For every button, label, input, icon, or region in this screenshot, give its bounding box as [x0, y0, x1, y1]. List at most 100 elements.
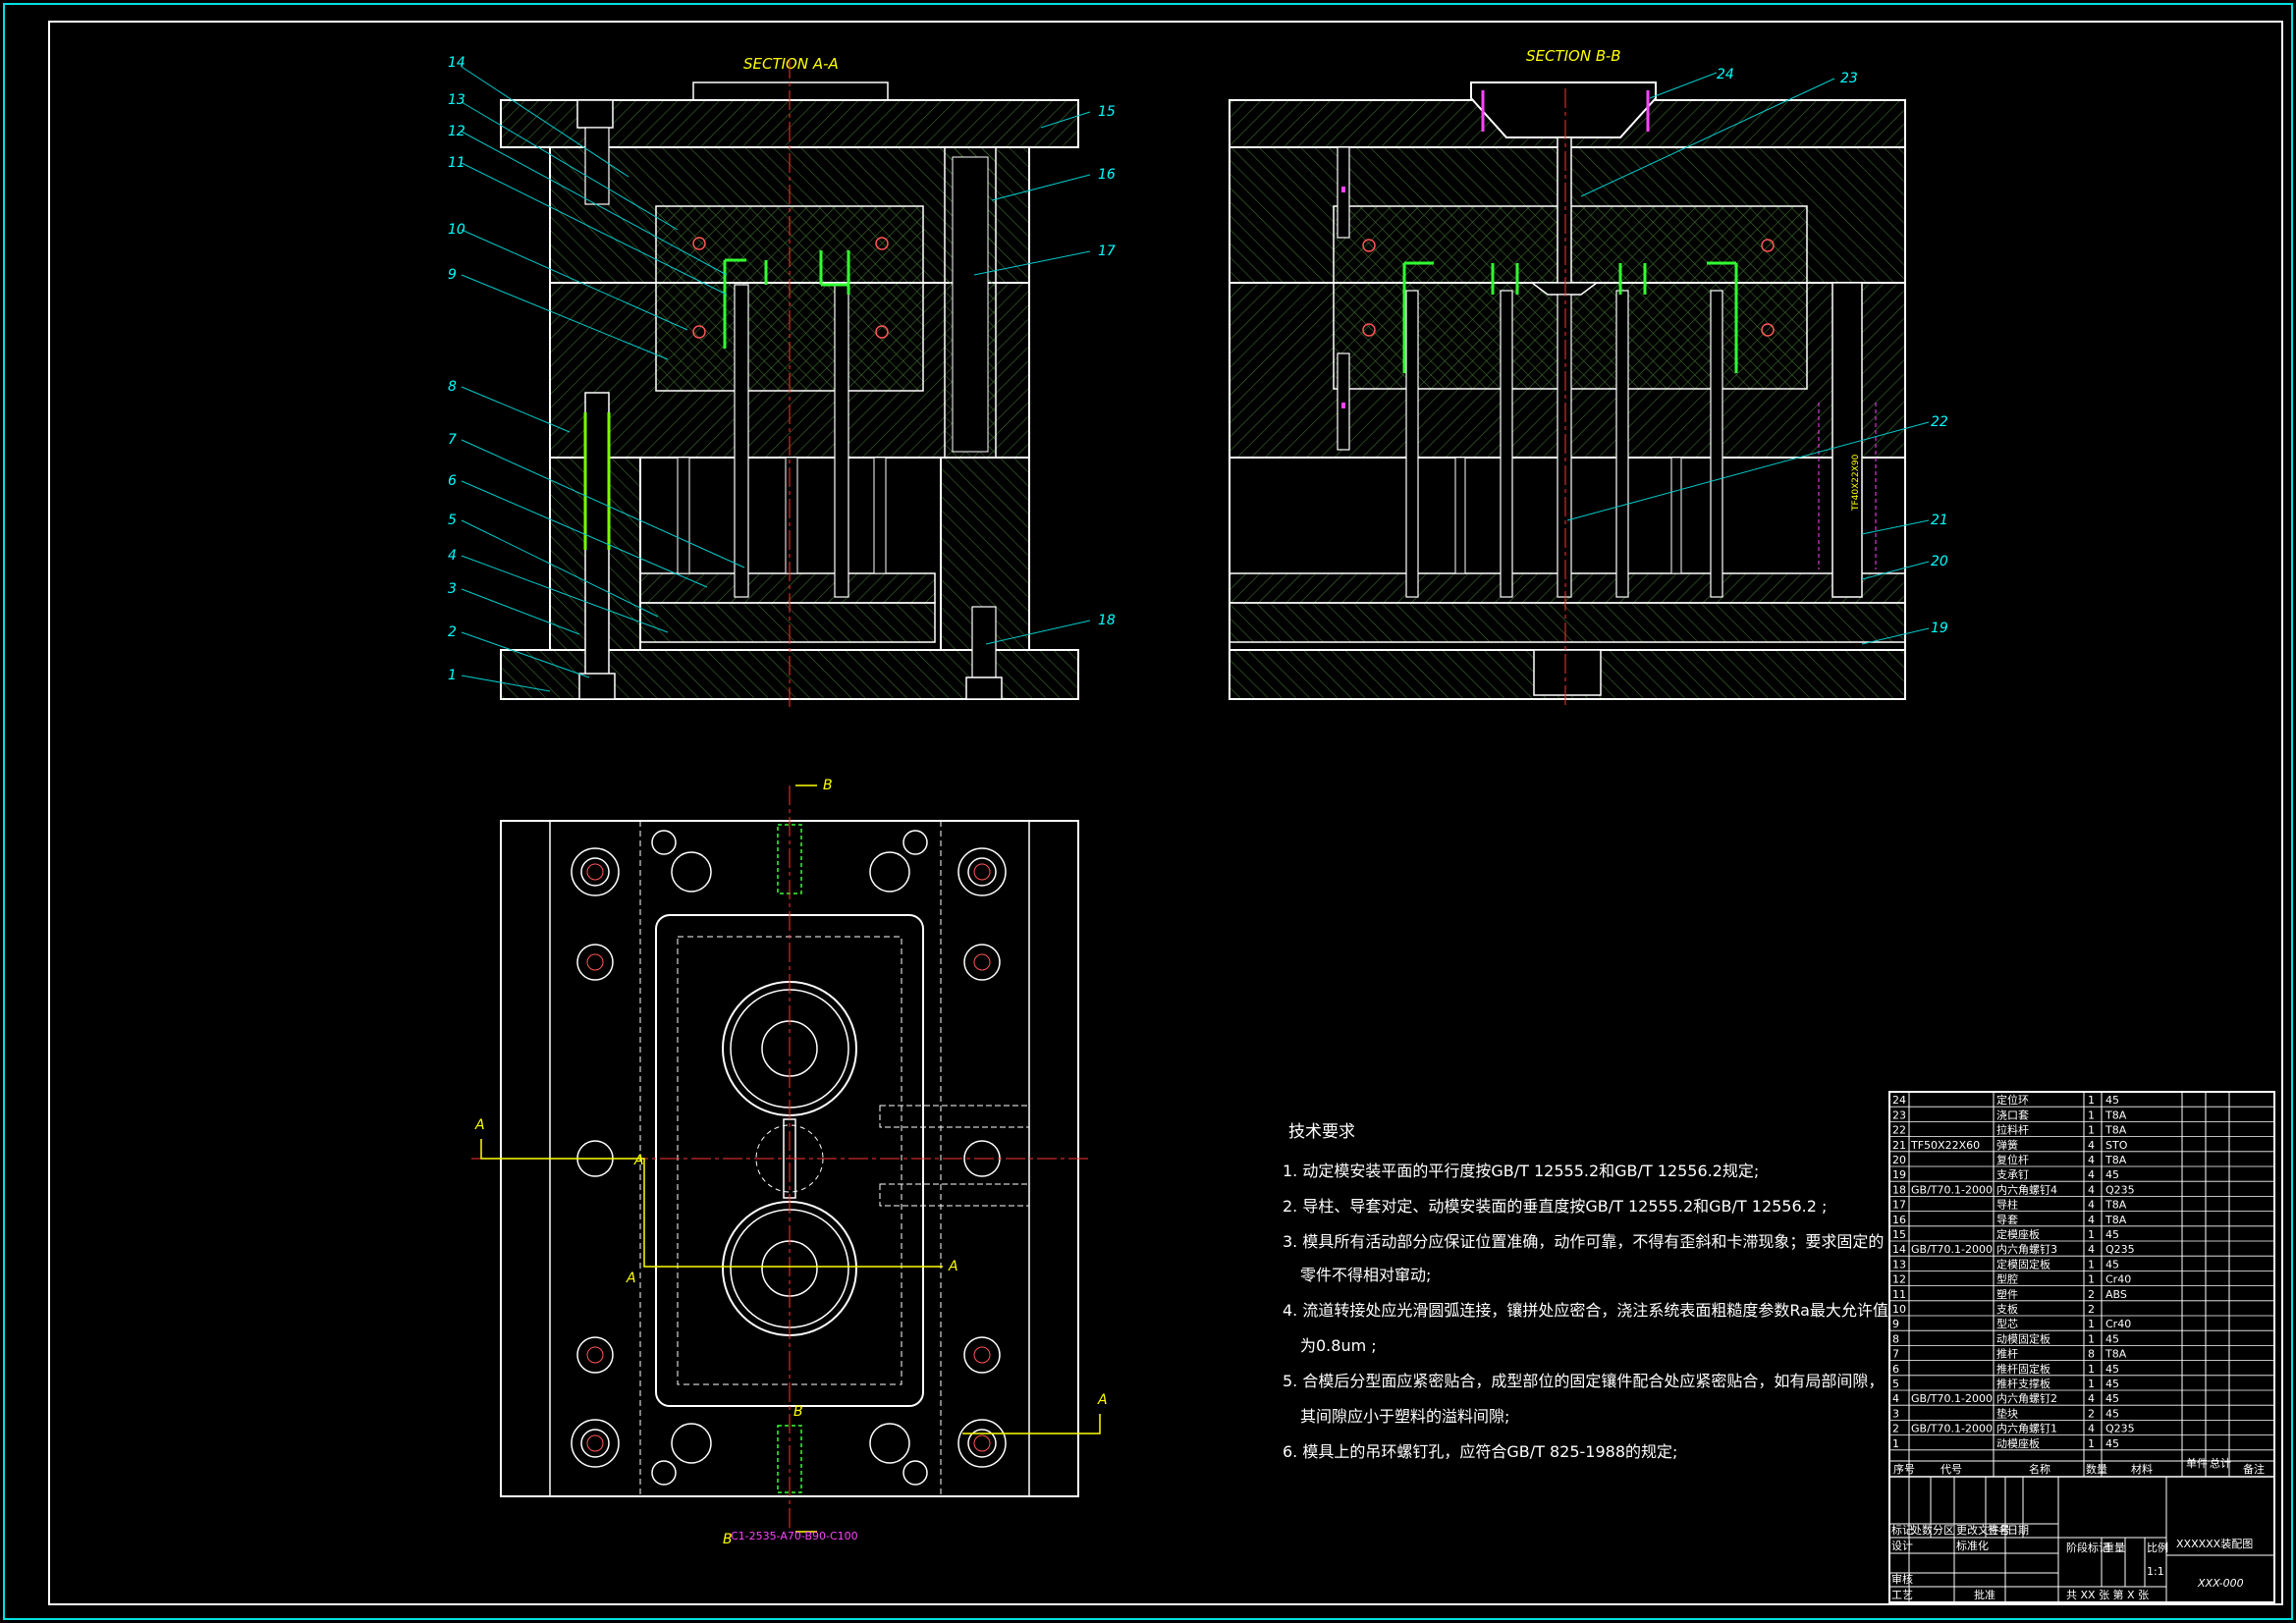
bom-cell-mat: 45: [2105, 1407, 2119, 1420]
bom-cell-name: 型腔: [1996, 1272, 2018, 1286]
bom-cell-mat: T8A: [2105, 1348, 2127, 1361]
bom-cell-qty: 1: [2088, 1332, 2095, 1345]
bom-cell-name: 浇口套: [1996, 1109, 2029, 1121]
bom-cell-qty: 4: [2088, 1423, 2095, 1435]
svg-text:18: 18: [1098, 613, 1116, 628]
bom-cell-qty: 1: [2088, 1273, 2095, 1286]
svg-text:B: B: [823, 778, 833, 793]
tech-line-5: 4. 流道转接处应光滑圆弧连接，镶拼处应密合，浇注系统表面粗糙度参数Ra最大允许…: [1283, 1301, 1888, 1320]
bom-cell-name: 复位杆: [1996, 1153, 2029, 1166]
drawing-number: XXX-000: [2197, 1577, 2244, 1590]
svg-text:10: 10: [448, 222, 465, 238]
bom-cell-qty: 1: [2088, 1318, 2095, 1330]
bom-cell-qty: 1: [2088, 1094, 2095, 1107]
bom-cell-name: 动模座板: [1996, 1436, 2040, 1450]
bom-cell-mat: 45: [2105, 1437, 2119, 1450]
bom-cell-name: 内六角螺钉2: [1996, 1391, 2057, 1405]
bom-cell-no: 2: [1892, 1423, 1899, 1435]
bom-cell-name: 内六角螺钉3: [1996, 1242, 2057, 1256]
bom-cell-mat: 45: [2105, 1168, 2119, 1181]
tech-line-7: 5. 合模后分型面应紧密贴合，成型部位的固定镶件配合处应紧密贴合，如有局部间隙，: [1283, 1372, 1884, 1390]
svg-text:标记: 标记: [1891, 1523, 1913, 1537]
bom-cell-qty: 1: [2088, 1378, 2095, 1390]
title-block-labels: 标记 处数 分区 更改文件号 签名 日期 设计 标准化 审核 工艺 批准 阶段标…: [1891, 1523, 2253, 1601]
bom-cell-name: 垫块: [1996, 1406, 2018, 1420]
svg-text:A: A: [633, 1153, 644, 1168]
svg-text:更改文件号: 更改文件号: [1956, 1523, 2010, 1537]
bom-cell-qty: 1: [2088, 1124, 2095, 1137]
svg-text:21: 21: [1931, 513, 1948, 528]
inner-frame: [48, 21, 2283, 1605]
bom-cell-no: 22: [1892, 1124, 1906, 1137]
bom-cell-name: 塑件: [1996, 1287, 2018, 1301]
bom-cell-no: 1: [1892, 1437, 1899, 1450]
bom-cell-qty: 8: [2088, 1348, 2095, 1361]
svg-text:16: 16: [1098, 167, 1116, 183]
bom-cell-qty: 1: [2088, 1109, 2095, 1121]
bom-cell-name: 定位环: [1996, 1093, 2029, 1107]
bom-cell-qty: 2: [2088, 1407, 2095, 1420]
bom-cell-mat: STO: [2105, 1139, 2128, 1152]
bom-cell-mat: Cr40: [2105, 1273, 2131, 1286]
svg-text:15: 15: [1098, 104, 1116, 120]
svg-text:签名: 签名: [1988, 1523, 2009, 1537]
bom-cell-qty: 1: [2088, 1363, 2095, 1376]
svg-text:17: 17: [1098, 243, 1116, 259]
svg-text:B: B: [793, 1404, 803, 1420]
bom-cell-no: 17: [1892, 1199, 1906, 1212]
bom-cell-mat: 45: [2105, 1094, 2119, 1107]
svg-text:分区: 分区: [1933, 1524, 1954, 1537]
svg-text:3: 3: [448, 581, 457, 597]
tech-line-3: 3. 模具所有活动部分应保证位置准确，动作可靠，不得有歪斜和卡滞现象；要求固定的: [1283, 1232, 1884, 1251]
svg-text:23: 23: [1840, 71, 1858, 86]
bom-cell-no: 23: [1892, 1109, 1906, 1121]
technical-requirements: 技术要求 1. 动定模安装平面的平行度按GB/T 12555.2和GB/T 12…: [1283, 1122, 1888, 1461]
tech-line-9: 6. 模具上的吊环螺钉孔，应符合GB/T 825-1988的规定;: [1283, 1442, 1677, 1461]
bom-cell-mat: T8A: [2105, 1109, 2127, 1121]
bom-cell-name: 支承钉: [1996, 1168, 2029, 1181]
bom-cell-name: 拉料杆: [1996, 1123, 2029, 1137]
bom-cell-qty: 1: [2088, 1258, 2095, 1271]
svg-text:数量: 数量: [2086, 1463, 2107, 1476]
bom-cell-no: 15: [1892, 1228, 1906, 1241]
svg-text:审核: 审核: [1891, 1572, 1913, 1586]
bom-header: 序号 代号 名称 数量 材料 单件 总计 备注: [1893, 1456, 2265, 1476]
bom-cell-code: GB/T70.1-2000: [1911, 1392, 1993, 1405]
bom-cell-mat: 45: [2105, 1258, 2119, 1271]
bom-cell-code: GB/T70.1-2000: [1911, 1183, 1993, 1196]
tech-title: 技术要求: [1288, 1122, 1355, 1142]
svg-text:A: A: [948, 1259, 958, 1274]
bom-cell-no: 21: [1892, 1139, 1906, 1152]
svg-text:阶段标记: 阶段标记: [2066, 1541, 2109, 1554]
bom-cell-qty: 4: [2088, 1183, 2095, 1196]
bom-cell-mat: Q235: [2105, 1183, 2135, 1196]
bom-cell-name: 动模固定板: [1996, 1331, 2050, 1345]
bom-cell-qty: 4: [2088, 1214, 2095, 1226]
svg-text:名称: 名称: [2029, 1462, 2050, 1476]
svg-text:2: 2: [448, 624, 457, 640]
bom-cell-no: 4: [1892, 1392, 1899, 1405]
section-bb-view: SECTION B-B TF40X22X90: [1229, 47, 1948, 707]
svg-text:4: 4: [448, 548, 457, 564]
svg-text:标准化: 标准化: [1956, 1539, 1989, 1552]
bom-cell-qty: 2: [2088, 1288, 2095, 1301]
bom-cell-mat: 45: [2105, 1378, 2119, 1390]
bom-cell-qty: 1: [2088, 1228, 2095, 1241]
svg-text:11: 11: [448, 155, 465, 171]
svg-text:A: A: [626, 1271, 636, 1286]
bom-cell-qty: 1: [2088, 1437, 2095, 1450]
svg-text:工艺: 工艺: [1891, 1589, 1913, 1601]
bom-cell-no: 9: [1892, 1318, 1899, 1330]
bom-cell-name: 支板: [1996, 1302, 2018, 1316]
bom-cell-mat: 45: [2105, 1332, 2119, 1345]
svg-text:9: 9: [448, 267, 457, 283]
bom-cell-mat: T8A: [2105, 1124, 2127, 1137]
bom-cell-mat: Q235: [2105, 1243, 2135, 1256]
bom-cell-qty: 4: [2088, 1139, 2095, 1152]
tech-line-1: 1. 动定模安装平面的平行度按GB/T 12555.2和GB/T 12556.2…: [1283, 1162, 1759, 1180]
bom-cell-mat: T8A: [2105, 1214, 2127, 1226]
bom-cell-code: TF50X22X60: [1910, 1139, 1980, 1152]
svg-text:总计: 总计: [2210, 1456, 2231, 1470]
outer-frame: [3, 3, 2293, 1620]
